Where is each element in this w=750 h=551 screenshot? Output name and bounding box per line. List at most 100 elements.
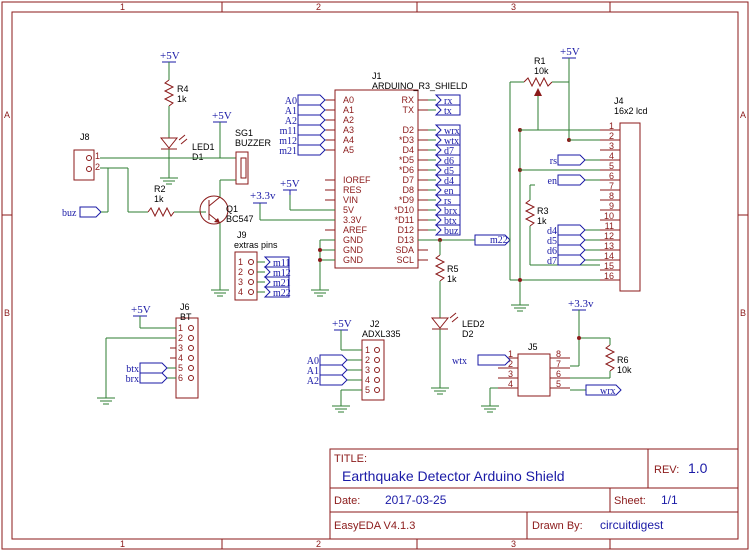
bt-net-1-flag [139,372,168,384]
lcd-net-3-flag [557,234,586,246]
j4-pin-7: 7 [609,181,614,191]
j1-right-net-11: btx [444,216,457,227]
j6-pin-2: 2 [178,333,183,343]
lcd-net-2: d4 [547,226,557,237]
j1-left-net-3: m11 [280,126,297,137]
j1-pin-gnd: GND [343,255,364,265]
j1-left-net-5-flag [297,144,326,156]
lcd-net-0-flag [557,154,586,166]
j2-pin-2: 2 [365,355,370,365]
sheet-value: 1/1 [661,493,678,507]
led1-value: D1 [192,152,204,162]
j1-pin-a5: A5 [343,145,354,155]
sheet-label: Sheet: [614,495,646,507]
lcd-net-1-flag [557,174,586,186]
r4-ref: R4 [177,84,189,94]
r5-led2-branch: R5 1k LED2 D2 [430,240,485,395]
j5-left-pin-1: 1 [508,349,513,359]
j4-pin-11: 11 [605,221,614,231]
r3-value: 1k [537,216,547,226]
j9-net-2: m21 [273,278,291,289]
adxl-net-2-flag [319,374,348,386]
adxl-net-1: A1 [307,366,319,377]
j1-pin-d8: D8 [402,185,414,195]
j8-buzzer-driver: J8 1 2 buz R2 1k Q1 BC547 +5V [62,110,272,297]
r2-value: 1k [154,194,164,204]
r5-ref: R5 [447,264,459,274]
j1-left-net-2-flag [297,114,326,126]
j1-pin-5v: 5V [343,205,354,215]
grid-row-a-left: A [4,110,10,120]
j4-pin-12: 12 [604,231,614,241]
j1-right-net-7: d4 [444,176,454,187]
j1-pin-a2: A2 [343,115,354,125]
tool-version: EasyEDA V4.1.3 [334,520,415,532]
r1-ref: R1 [534,56,546,66]
r6-value: 10k [617,365,632,375]
grid-row-b-right: B [740,308,746,318]
j1-ref: J1 [372,71,382,81]
r1-value: 10k [534,66,549,76]
j1-pin-d9: *D9 [399,195,414,205]
led1-ref: LED1 [192,142,215,152]
lcd-net-3: d5 [547,236,557,247]
arduino-shield-j1: J1 ARDUINO_R3_SHIELD A0A1A2A3A4A5IOREFRE… [325,71,468,269]
j1-left-net-4-flag [297,134,326,146]
adxl-net-1-flag [319,364,348,376]
j1-right-net-12: buz [444,226,459,237]
j9-ref: J9 [237,230,247,240]
r4-led1-branch: +5V R4 1k LED1 D1 [159,50,215,185]
rev-value: 1.0 [688,460,708,476]
sg1-5v-label: +5V [212,110,232,122]
j4-pin-15: 15 [604,261,614,271]
grid-col-1-bottom: 1 [120,539,125,549]
j5-3v3-label: +3.3v [568,298,594,310]
grid-col-2-bottom: 2 [316,539,321,549]
grid-row-a-right: A [740,110,746,120]
drawn-by-label: Drawn By: [532,520,583,532]
j5-left-pin-4: 4 [508,379,513,389]
title-value: Earthquake Detector Arduino Shield [342,468,565,484]
j1-right-net-6: d5 [444,166,454,177]
j6-value: BT [180,312,192,322]
j2-pin-3: 3 [365,365,370,375]
date-value: 2017-03-25 [385,493,447,507]
j1-left-net-0-flag [297,94,326,106]
j9-net-3: m22 [273,288,291,299]
j4-pin-9: 9 [609,201,614,211]
date-label: Date: [334,495,360,507]
j6-pin-3: 3 [178,343,183,353]
lcd-net-4-flag [557,244,586,256]
j1-left-net-5: m21 [279,146,297,157]
j4-pin-2: 2 [609,131,614,141]
q1-ref: Q1 [226,204,238,214]
r4-5v-label: +5V [160,50,180,62]
j6-pin-5: 5 [178,363,183,373]
j1-left-net-1: A1 [285,106,297,117]
j1-pin-a3: A3 [343,125,354,135]
buz-net-left: buz [62,208,77,219]
j2-ref: J2 [370,319,380,329]
j1-pin-scl: SCL [396,255,414,265]
j1-right-net-10: brx [444,206,457,217]
j1-pin-d2: D2 [402,125,414,135]
grid-col-1-top: 1 [120,2,125,12]
j1-right-net-4: d7 [444,146,454,157]
j9-net-0: m11 [273,258,290,269]
j9-net-3-flag [263,286,290,298]
j1-pin-a1: A1 [343,105,354,115]
j1-right-net-2: wrx [444,126,460,137]
j5-right-pin-5: 5 [556,379,561,389]
j1-left-net-0: A0 [285,96,297,107]
j1-pin-tx: TX [402,105,414,115]
j1-pin-d7: D7 [402,175,414,185]
j2-pin-1: 1 [365,345,370,355]
j1-pin-gnd: GND [343,235,364,245]
j9-pin-1: 1 [238,257,243,267]
j1-pin-33v: 3.3V [343,215,362,225]
led2-ref: LED2 [462,319,485,329]
j8-pin2: 2 [95,162,100,172]
